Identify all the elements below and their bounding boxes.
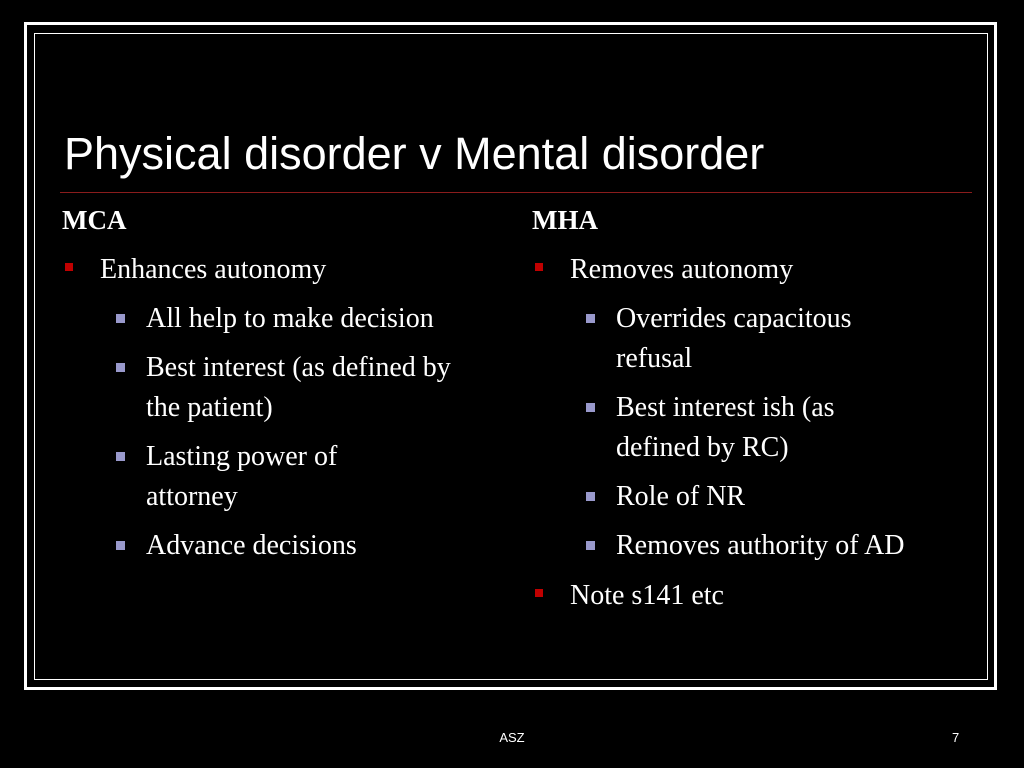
square-bullet-icon — [586, 541, 595, 550]
title-divider — [60, 192, 972, 193]
list-item: Lasting power of attorney — [62, 437, 502, 517]
square-bullet-icon — [535, 263, 543, 271]
list-item: Best interest (as defined by the patient… — [62, 348, 502, 428]
square-bullet-icon — [586, 403, 595, 412]
list-item-text: All help to make decision — [146, 303, 434, 334]
list-item: All help to make decision — [62, 299, 502, 339]
list-item: Role of NR — [532, 477, 972, 517]
list-item-text: Overrides capacitous refusal — [616, 303, 852, 374]
square-bullet-icon — [586, 314, 595, 323]
square-bullet-icon — [116, 363, 125, 372]
list-item-text: Best interest (as defined by the patient… — [146, 352, 451, 423]
square-bullet-icon — [116, 452, 125, 461]
list-item-text: Removes autonomy — [570, 254, 794, 285]
right-bullet-list: Removes autonomy Overrides capacitous re… — [532, 250, 972, 616]
list-item-text: Note s141 etc — [570, 580, 724, 611]
square-bullet-icon — [116, 541, 125, 550]
square-bullet-icon — [116, 314, 125, 323]
left-column: MCA Enhances autonomy All help to make d… — [62, 200, 502, 566]
list-item: Best interest ish (as defined by RC) — [532, 388, 972, 468]
list-item: Overrides capacitous refusal — [532, 299, 972, 379]
list-item: Note s141 etc — [532, 576, 972, 616]
list-item-text: Enhances autonomy — [100, 254, 327, 285]
page-number: 7 — [952, 730, 960, 745]
left-bullet-list: Enhances autonomy All help to make decis… — [62, 250, 502, 566]
list-item-text: Lasting power of attorney — [146, 441, 338, 512]
square-bullet-icon — [535, 589, 543, 597]
left-column-heading: MCA — [62, 205, 127, 235]
list-item-text: Best interest ish (as defined by RC) — [616, 392, 835, 463]
footer-text: ASZ — [499, 730, 525, 745]
right-column: MHA Removes autonomy Overrides capacitou… — [532, 200, 972, 616]
list-item: Enhances autonomy — [62, 250, 502, 290]
square-bullet-icon — [65, 263, 73, 271]
slide-inner-border — [34, 33, 988, 680]
list-item: Removes authority of AD — [532, 526, 972, 566]
list-item: Advance decisions — [62, 526, 502, 566]
right-column-heading: MHA — [532, 205, 598, 235]
square-bullet-icon — [586, 492, 595, 501]
list-item-text: Role of NR — [616, 481, 746, 512]
list-item-text: Removes authority of AD — [616, 530, 905, 561]
slide-title: Physical disorder v Mental disorder — [64, 128, 765, 179]
list-item-text: Advance decisions — [146, 530, 357, 561]
slide-outer-border — [24, 22, 997, 690]
list-item: Removes autonomy — [532, 250, 972, 290]
